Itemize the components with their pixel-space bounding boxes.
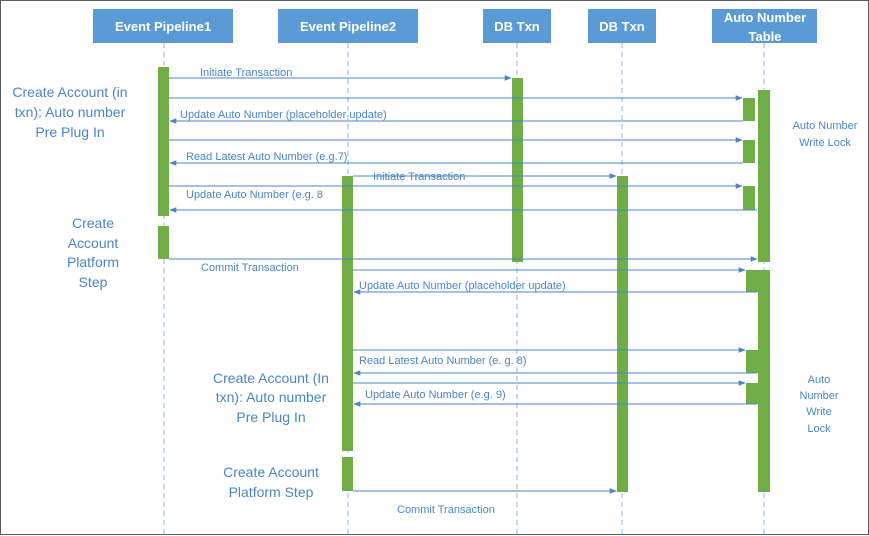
message-label: Update Auto Number (e.g. 9)	[365, 389, 506, 401]
note-line: Create	[72, 215, 114, 231]
note-line: Step	[79, 274, 108, 290]
message-label: Initiate Transaction	[373, 171, 465, 183]
activation-bar	[743, 140, 755, 163]
note-line: Create Account (In	[213, 370, 329, 386]
participant-label: Event Pipeline1	[115, 19, 211, 34]
note-line: Auto	[808, 374, 831, 386]
notes: Create Account (in txn): Auto number Pre…	[12, 84, 857, 500]
note-line: Auto Number	[793, 120, 858, 132]
participant-event-pipeline1: Event Pipeline1	[93, 9, 233, 43]
note-line: txn): Auto number	[15, 104, 126, 120]
message-arrows	[169, 75, 758, 494]
note-line: Number	[799, 390, 838, 402]
activation-bar	[743, 98, 755, 121]
participant-db-txn-2: DB Txn	[588, 9, 656, 43]
participant-label: Table	[749, 29, 782, 44]
note-line: Platform Step	[229, 484, 314, 500]
activation-bars	[158, 67, 770, 492]
participant-event-pipeline2: Event Pipeline2	[278, 9, 418, 43]
participant-label: Event Pipeline2	[300, 19, 396, 34]
participant-label: DB Txn	[494, 19, 540, 34]
activation-bar	[617, 176, 628, 492]
activation-bar	[758, 90, 770, 262]
participant-db-txn-1: DB Txn	[483, 9, 551, 43]
note-line: Platform	[67, 254, 119, 270]
participant-headers: Event Pipeline1 Event Pipeline2 DB Txn D…	[93, 9, 817, 44]
activation-bar	[342, 457, 353, 491]
note-create-account-pre-plugin-1: Create Account (in txn): Auto number Pre…	[12, 84, 127, 140]
activation-bar	[746, 350, 758, 373]
activation-bar	[342, 176, 353, 451]
note-create-account-platform-step-1: Create Account Platform Step	[67, 215, 119, 290]
message-labels: Initiate Transaction Update Auto Number …	[180, 67, 566, 516]
message-label: Read Latest Auto Number (e. g. 8)	[359, 355, 527, 367]
activation-bar	[743, 186, 755, 210]
note-write-lock-2: Auto Number Write Lock	[799, 374, 838, 435]
note-line: Pre Plug In	[35, 124, 104, 140]
message-label: Update Auto Number (e.g. 8	[186, 189, 323, 201]
note-write-lock-1: Auto Number Write Lock	[793, 120, 858, 149]
activation-bar	[758, 270, 770, 492]
participant-label: Auto Number	[724, 10, 806, 25]
participant-label: DB Txn	[599, 19, 645, 34]
message-label: Update Auto Number (placeholder update)	[180, 109, 387, 121]
note-line: Account	[68, 235, 119, 251]
note-line: Lock	[807, 423, 831, 435]
activation-bar	[158, 67, 169, 216]
note-line: Write	[806, 406, 831, 418]
activation-bar	[158, 226, 169, 259]
message-label: Read Latest Auto Number (e.g.7)	[186, 151, 347, 163]
note-line: Create Account	[223, 464, 319, 480]
note-line: Write Lock	[799, 137, 851, 149]
message-label: Commit Transaction	[397, 504, 495, 516]
note-line: Pre Plug In	[236, 409, 305, 425]
note-create-account-platform-step-2: Create Account Platform Step	[223, 464, 319, 500]
note-line: Create Account (in	[12, 84, 127, 100]
participant-auto-number-table: Auto Number Table	[712, 9, 817, 44]
message-label: Initiate Transaction	[200, 67, 292, 79]
note-line: txn): Auto number	[216, 389, 327, 405]
message-label: Update Auto Number (placeholder update)	[359, 280, 566, 292]
activation-bar	[746, 383, 758, 404]
activation-bar	[512, 78, 523, 262]
note-create-account-pre-plugin-2: Create Account (In txn): Auto number Pre…	[213, 370, 329, 425]
message-label: Commit Transaction	[201, 262, 299, 274]
activation-bar	[746, 270, 758, 292]
